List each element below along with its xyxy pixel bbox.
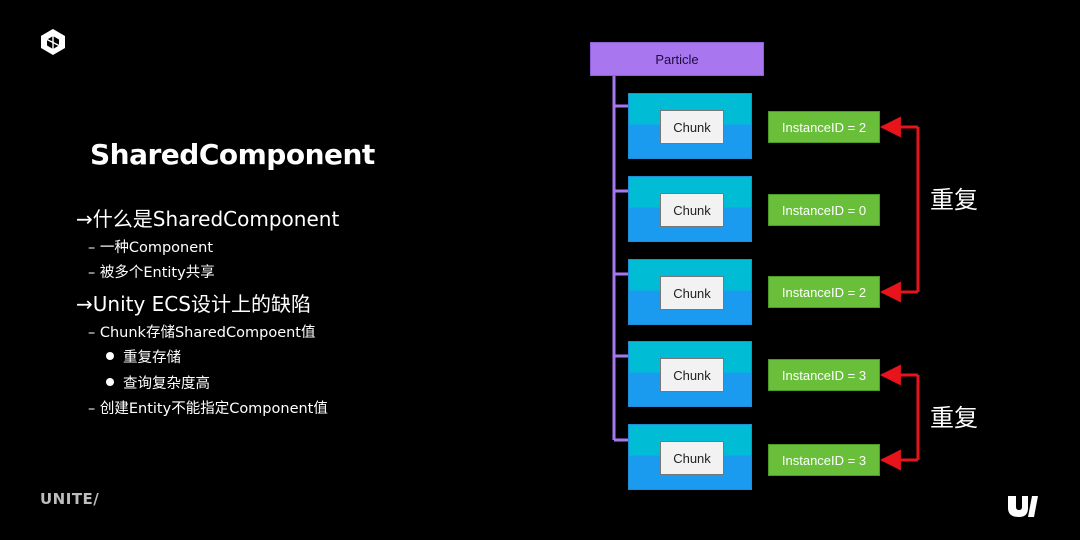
unity-u-logo-icon xyxy=(1008,496,1038,517)
chunk-node: Chunk xyxy=(628,259,752,325)
outline-item: – 被多个Entity共享 xyxy=(88,265,215,281)
outline-bullet-item: 查询复杂度高 xyxy=(106,372,210,393)
chunk-label: Chunk xyxy=(660,110,724,144)
chunk-node: Chunk xyxy=(628,424,752,490)
instance-id-box: InstanceID = 3 xyxy=(768,444,880,476)
outline-bullet-text: 查询复杂度高 xyxy=(123,376,210,392)
chunk-node: Chunk xyxy=(628,341,752,407)
instance-id-box: InstanceID = 0 xyxy=(768,194,880,226)
chunk-node: Chunk xyxy=(628,176,752,242)
outline-bullet-item: 重复存储 xyxy=(106,346,181,367)
duplicate-label: 重复 xyxy=(930,186,978,214)
bullet-icon xyxy=(106,378,114,386)
tree-connector xyxy=(612,76,628,442)
outline-item: – Chunk存储SharedCompoent值 xyxy=(88,325,316,341)
outline-item: – 创建Entity不能指定Component值 xyxy=(88,401,328,417)
instance-id-box: InstanceID = 2 xyxy=(768,276,880,308)
instance-id-box: InstanceID = 3 xyxy=(768,359,880,391)
chunk-label: Chunk xyxy=(660,358,724,392)
outline-item: →Unity ECS设计上的缺陷 xyxy=(76,292,311,316)
outline-item: →什么是SharedComponent xyxy=(76,207,340,231)
duplicate-label: 重复 xyxy=(930,404,978,432)
unite-brand-logo: UNITE/ xyxy=(40,490,100,508)
duplicate-bracket-1 xyxy=(883,125,920,294)
slide-title: SharedComponent xyxy=(90,138,375,171)
chunk-label: Chunk xyxy=(660,276,724,310)
particle-node: Particle xyxy=(590,42,764,76)
chunk-label: Chunk xyxy=(660,193,724,227)
chunk-label: Chunk xyxy=(660,441,724,475)
instance-id-box: InstanceID = 2 xyxy=(768,111,880,143)
outline-bullet-text: 重复存储 xyxy=(123,350,181,366)
chunk-node: Chunk xyxy=(628,93,752,159)
bullet-icon xyxy=(106,352,114,360)
outline-item: – 一种Component xyxy=(88,240,214,256)
unity-cube-icon xyxy=(41,29,65,55)
duplicate-bracket-2 xyxy=(883,373,920,462)
